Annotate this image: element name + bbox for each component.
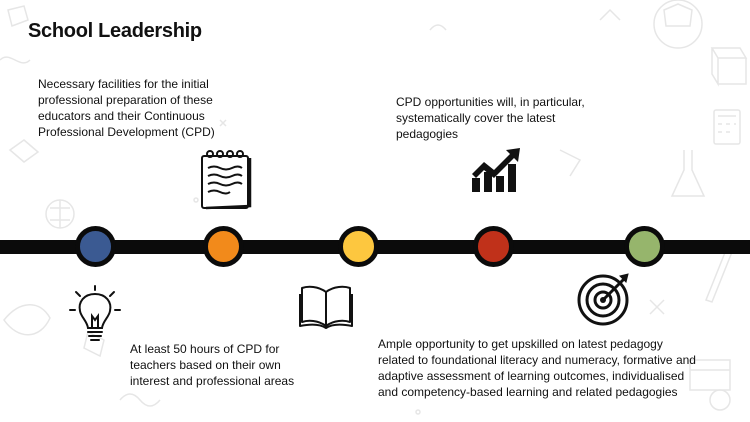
page-title: School Leadership (28, 20, 202, 42)
open-book-icon (299, 285, 353, 329)
lightbulb-icon (69, 285, 121, 341)
facilities-text: Necessary facilities for the initial pro… (38, 77, 215, 139)
upskill-text: Ample opportunity to get upskilled on la… (378, 337, 696, 399)
timeline-node-red (473, 226, 514, 267)
timeline-node-green (624, 226, 665, 267)
growth-chart-icon (472, 148, 520, 192)
timeline-node-blue (75, 226, 116, 267)
cpd-pedagogies-text: CPD opportunities will, in particular, s… (396, 95, 585, 141)
timeline-node-yellow (338, 226, 379, 267)
cpd-hours-text: At least 50 hours of CPD for teachers ba… (130, 342, 295, 388)
notepad-icon (201, 150, 252, 210)
target-icon (577, 273, 629, 326)
timeline-node-orange (203, 226, 244, 267)
